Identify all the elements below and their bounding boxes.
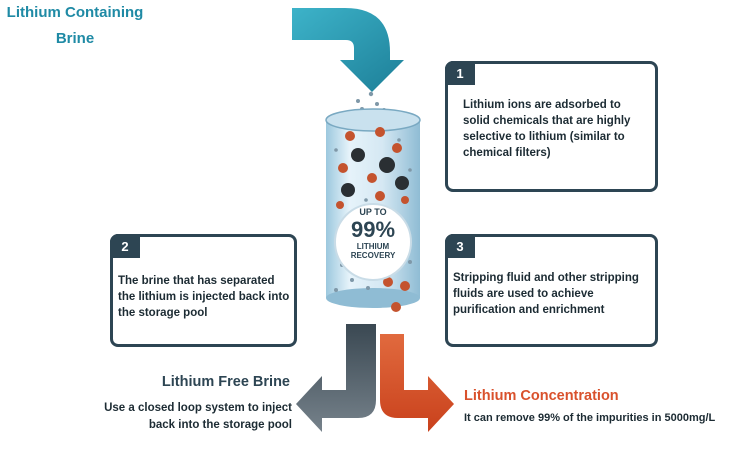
step-3-number: 3 [445, 234, 475, 258]
step-2-number: 2 [110, 234, 140, 258]
lithium-concentration-title: Lithium Concentration [464, 388, 619, 404]
input-title-line1: Lithium Containing [6, 4, 144, 21]
input-title-line2: Brine [55, 30, 95, 47]
lithium-concentration-arrow [380, 334, 454, 432]
recovery-badge [334, 203, 412, 281]
step-3-text: Stripping fluid and other stripping flui… [453, 272, 639, 316]
lithium-free-brine-title: Lithium Free Brine [161, 374, 290, 390]
recovery-upto: UP TO [359, 207, 387, 217]
lithium-free-brine-desc: Use a closed loop system to inject back … [104, 402, 292, 431]
recovery-percent: 99% [350, 217, 396, 242]
recovery-lithium: LITHIUM [356, 242, 390, 251]
step-2-text: The brine that has separated the lithium… [118, 275, 290, 319]
step-3-box: 3 Stripping fluid and other stripping fl… [445, 234, 658, 347]
recovery-text: UP TO 99% LITHIUM RECOVERY [336, 207, 410, 260]
lithium-free-brine-arrow [296, 324, 376, 432]
step-1-number: 1 [445, 61, 475, 85]
lithium-particles [334, 127, 412, 312]
step-2-box: 2 The brine that has separated the lithi… [110, 234, 297, 347]
recovery-label: RECOVERY [350, 251, 396, 260]
input-arrow [292, 8, 404, 92]
step-1-text: Lithium ions are adsorbed to solid chemi… [463, 99, 631, 159]
lithium-concentration-desc: It can remove 99% of the impurities in 5… [464, 412, 716, 424]
step-1-box: 1 Lithium ions are adsorbed to solid che… [445, 61, 658, 192]
input-title: Lithium Containing Brine [0, 0, 150, 52]
